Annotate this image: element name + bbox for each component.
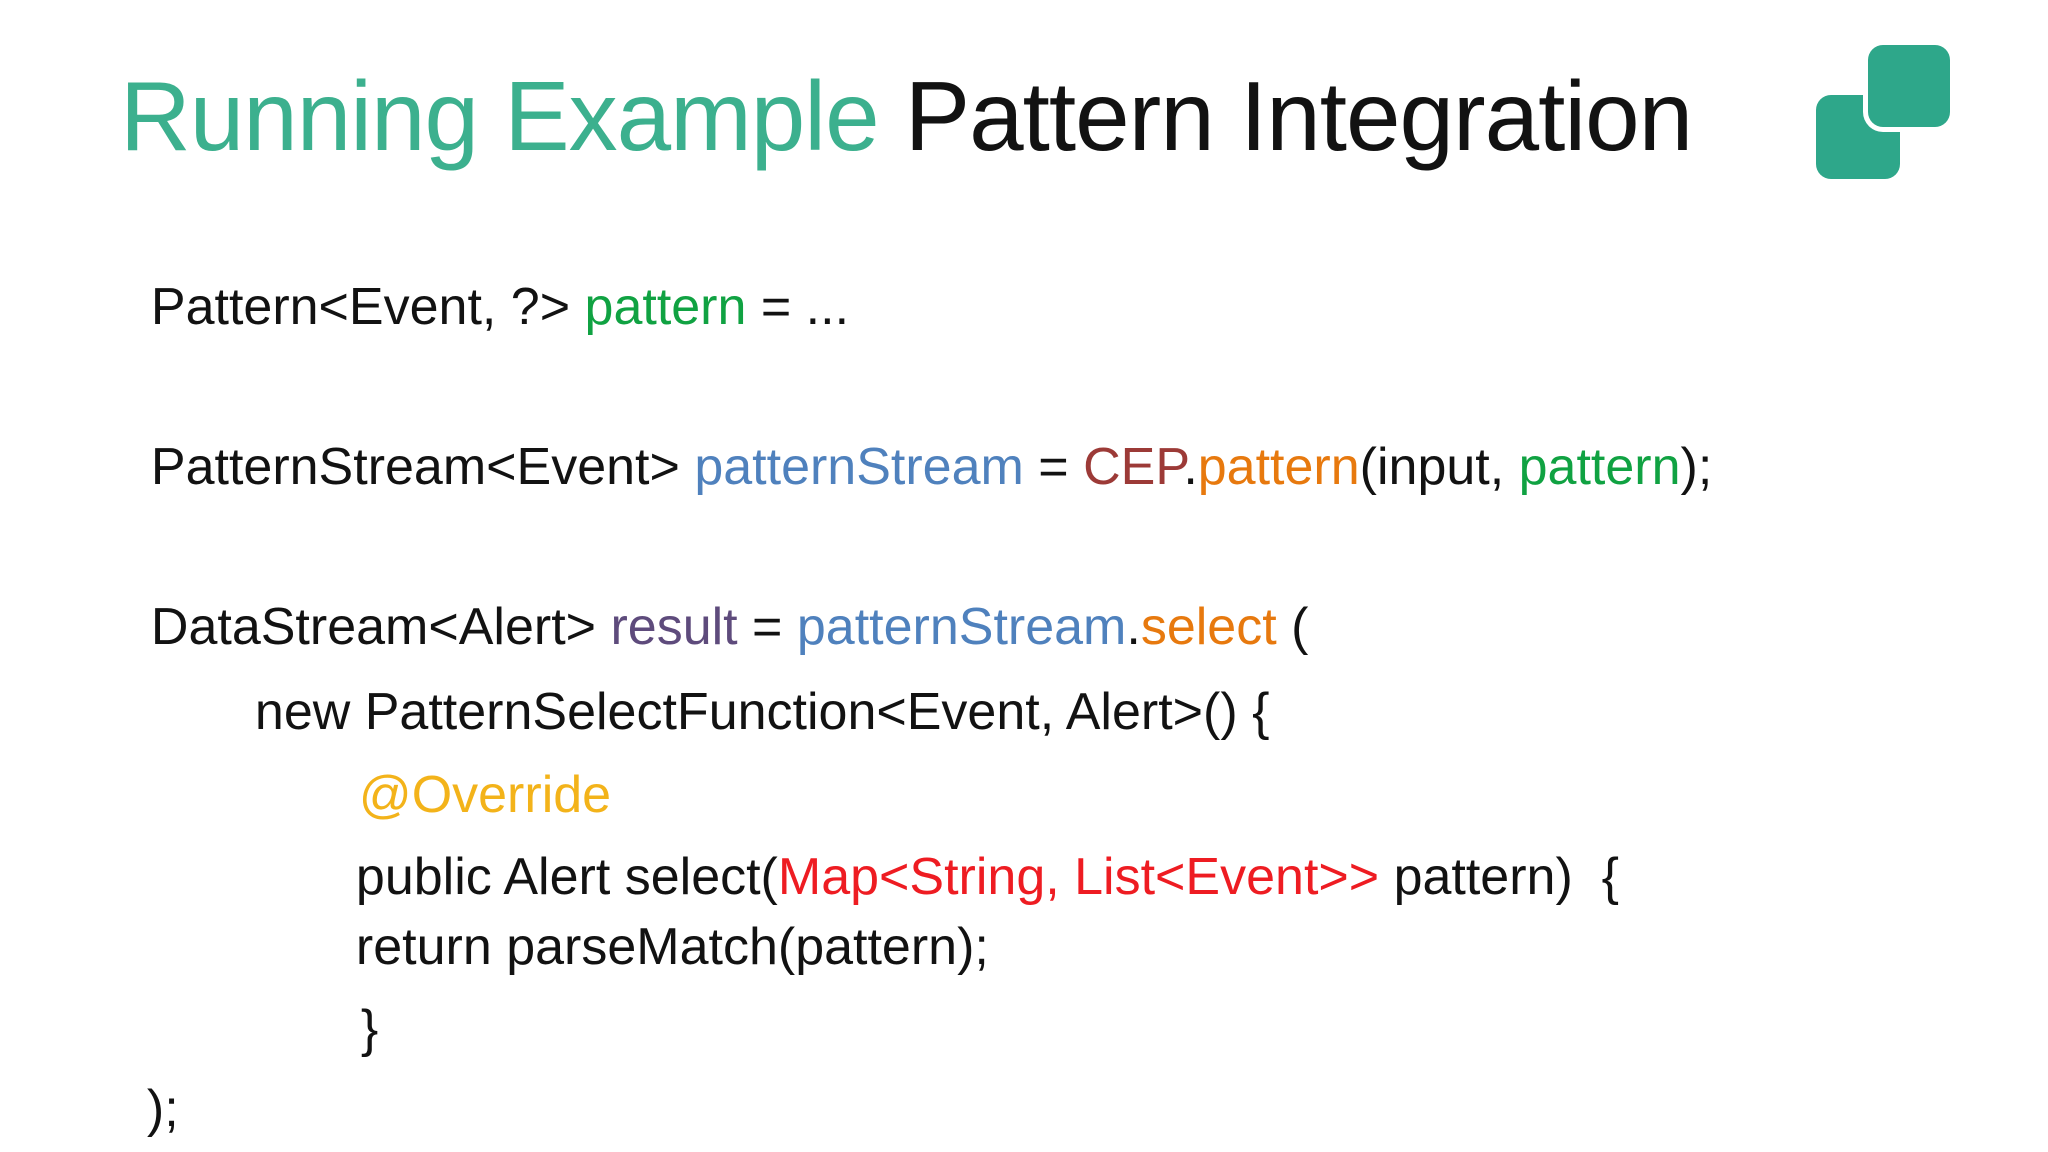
code-token: pattern) { <box>1379 848 1620 907</box>
code-line-select-method-signature: public Alert select(Map<String, List<Eve… <box>327 784 1619 909</box>
code-token: (input, <box>1359 438 1519 497</box>
token-map-type: Map<String, List<Event>> <box>777 848 1380 907</box>
overlapping-squares-icon <box>1816 45 1952 181</box>
token-pattern-method: pattern <box>1197 438 1360 497</box>
code-token: = ... <box>746 278 850 337</box>
code-line-override-annotation: @Override <box>330 702 611 827</box>
token-result-variable: result <box>610 598 738 657</box>
logo-square-front-icon <box>1868 45 1950 127</box>
code-line-pattern-declaration: Pattern<Event, ?> pattern = ... <box>122 214 849 339</box>
code-token: ( <box>1276 598 1309 657</box>
code-token: Pattern<Event, ?> <box>150 278 585 337</box>
code-line-datastream-assignment: DataStream<Alert> result = patternStream… <box>122 534 1309 659</box>
page-title: Running Example Pattern Integration <box>120 58 1693 176</box>
code-token: public Alert select( <box>355 848 778 907</box>
title-rest: Pattern Integration <box>878 61 1693 171</box>
code-line-closing-brace: } <box>332 936 378 1061</box>
code-line-patternstream-assignment: PatternStream<Event> patternStream = CEP… <box>122 374 1712 499</box>
title-highlight: Running Example <box>120 61 880 171</box>
token-pattern-argument: pattern <box>1518 438 1681 497</box>
code-token: ); <box>146 1080 179 1139</box>
code-token: DataStream<Alert> <box>150 598 611 657</box>
code-token: . <box>1126 598 1141 657</box>
code-token: new PatternSelectFunction<Event, Alert>(… <box>254 683 1270 742</box>
token-pattern-variable: pattern <box>584 278 747 337</box>
token-cep-class: CEP <box>1083 438 1184 497</box>
code-token: = <box>1023 438 1084 497</box>
code-line-return-statement: return parseMatch(pattern); <box>327 854 989 979</box>
token-patternstream-variable: patternStream <box>796 598 1127 657</box>
code-token: ); <box>1680 438 1713 497</box>
code-token: = <box>737 598 797 657</box>
code-token: return parseMatch(pattern); <box>355 918 989 977</box>
code-token: PatternStream<Event> <box>150 438 695 497</box>
token-select-method: select <box>1140 598 1277 657</box>
token-override-annotation: @Override <box>358 766 612 825</box>
code-token: } <box>360 1000 379 1059</box>
code-token: . <box>1183 438 1198 497</box>
token-patternstream-variable: patternStream <box>694 438 1024 497</box>
code-line-closing-paren: ); <box>118 1016 179 1141</box>
code-line-new-patternselectfunction: new PatternSelectFunction<Event, Alert>(… <box>226 619 1270 744</box>
